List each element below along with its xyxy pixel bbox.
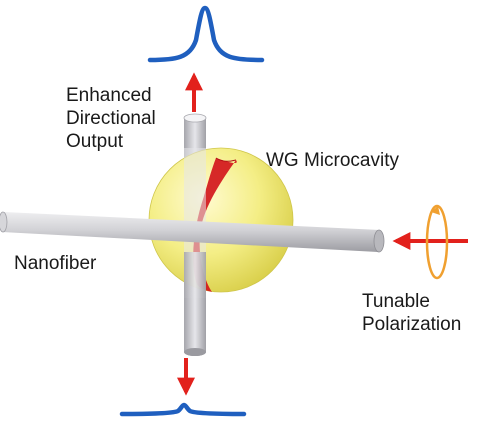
polarization-ring-icon	[425, 204, 449, 280]
output-spectrum-peak	[147, 5, 265, 63]
enhanced-directional-output-label: Enhanced Directional Output	[66, 84, 156, 153]
polarization-label-line1: Tunable	[362, 291, 430, 312]
nanofiber	[0, 211, 385, 253]
nanofiber-label: Nanofiber	[14, 253, 97, 274]
output-spectrum-dip	[119, 402, 247, 417]
microcavity-label: WG Microcavity	[266, 150, 399, 171]
output-label-line3: Output	[66, 131, 124, 152]
tunable-polarization-label: Tunable Polarization	[362, 290, 461, 336]
polarization-label-line2: Polarization	[362, 314, 462, 335]
output-label-line1: Enhanced	[66, 85, 152, 106]
output-label-line2: Directional	[66, 108, 156, 129]
